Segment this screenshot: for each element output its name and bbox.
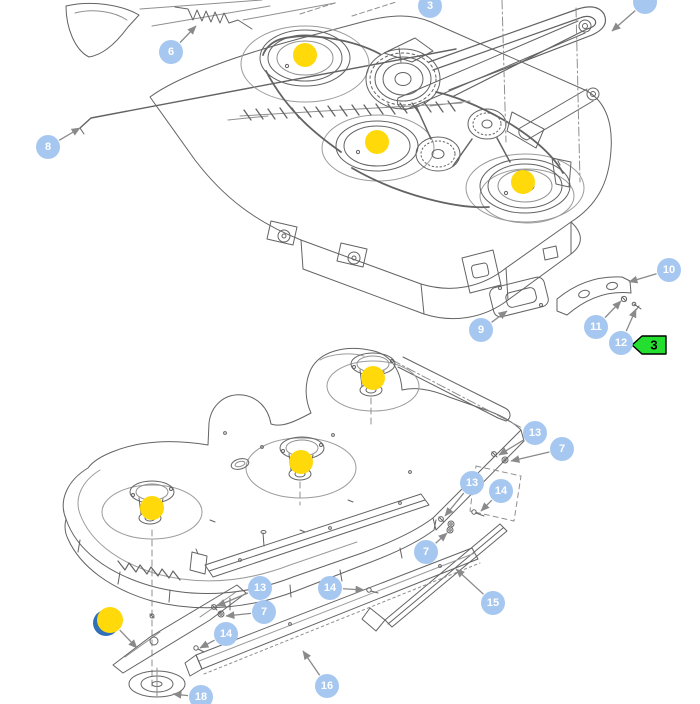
callout-balloon-clipped[interactable] <box>633 0 657 14</box>
callout-balloon-13[interactable]: 13 <box>460 471 484 495</box>
spindle-highlight-circle <box>289 450 313 474</box>
leader-line-18 <box>172 691 189 699</box>
spindle-highlight-circle <box>365 130 389 154</box>
leader-line-7c <box>225 611 252 619</box>
leader-line-14c <box>199 639 215 649</box>
leader-line-7b <box>435 532 448 544</box>
callout-balloon-14[interactable]: 14 <box>489 479 513 503</box>
leader-line-13c <box>216 592 249 607</box>
selected-part-tag-label: 3 <box>650 338 657 353</box>
leader-line-6 <box>179 25 197 44</box>
blade-highlight-marker[interactable] <box>97 607 123 633</box>
leader-line-13b <box>444 492 465 517</box>
callout-balloon-13[interactable]: 13 <box>248 576 272 600</box>
leader-line-10 <box>628 273 657 284</box>
leader-line-7a <box>510 451 550 463</box>
leader-line-top-cut <box>611 10 636 32</box>
callout-balloon-15[interactable]: 15 <box>481 591 505 615</box>
leader-line-14b <box>342 585 365 594</box>
callout-balloon-6[interactable]: 6 <box>159 40 183 64</box>
callout-balloon-14[interactable]: 14 <box>214 622 238 646</box>
callout-balloon-13[interactable]: 13 <box>523 421 547 445</box>
spindle-highlight-circle <box>511 170 535 194</box>
callout-balloon-9[interactable]: 9 <box>469 318 493 342</box>
leader-line-16 <box>302 650 321 676</box>
callout-balloon-7[interactable]: 7 <box>550 437 574 461</box>
leader-line-11 <box>604 300 622 319</box>
selected-part-tag[interactable]: 3 <box>631 335 667 355</box>
callout-balloon-12[interactable]: 12 <box>609 331 633 355</box>
callout-balloon-16[interactable]: 16 <box>315 674 339 698</box>
leader-line-15 <box>455 568 484 595</box>
leader-line-8 <box>58 127 81 141</box>
leader-line-13a <box>498 439 525 456</box>
spindle-highlight-circle <box>293 43 317 67</box>
callout-balloon-18[interactable]: 18 <box>189 685 213 704</box>
leader-line-14a <box>480 499 493 512</box>
upper-deck-assembly-art <box>65 0 642 320</box>
callout-balloon-7[interactable]: 7 <box>414 540 438 564</box>
callout-balloon-7[interactable]: 7 <box>252 600 276 624</box>
callout-balloon-14[interactable]: 14 <box>318 576 342 600</box>
leader-line-12 <box>625 308 637 332</box>
leader-line-9 <box>491 310 508 323</box>
leader-line-blade-marker <box>119 629 138 649</box>
spindle-highlight-circle <box>140 496 164 520</box>
lower-deck-assembly-art <box>62 347 525 698</box>
callout-balloon-10[interactable]: 10 <box>657 258 681 282</box>
callout-balloon-11[interactable]: 11 <box>584 315 608 339</box>
selected-part-tag-arrow[interactable] <box>631 335 667 355</box>
callout-balloon-3[interactable]: 3 <box>418 0 442 18</box>
callout-balloon-8[interactable]: 8 <box>36 135 60 159</box>
spindle-highlight-circle <box>361 366 385 390</box>
